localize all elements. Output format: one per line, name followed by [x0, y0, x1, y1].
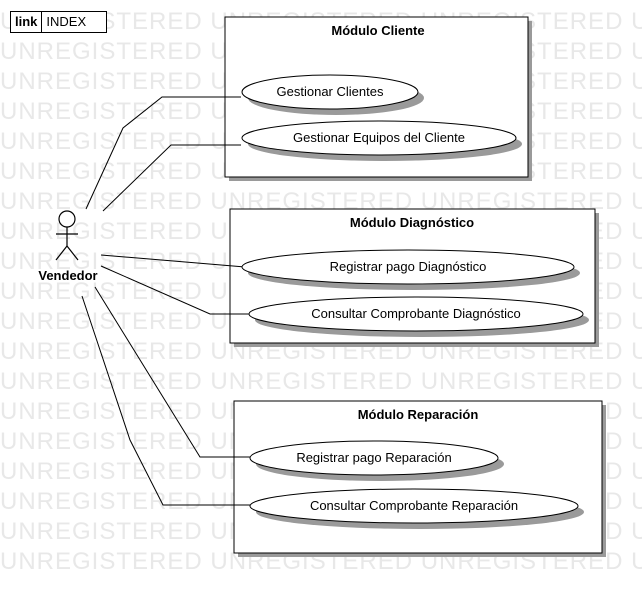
use-case-registrar-pago-diagnostico[interactable]: Registrar pago Diagnóstico: [241, 249, 580, 290]
link-tag[interactable]: link INDEX: [10, 11, 108, 33]
use-case-consultar-comprobante-diagnostico[interactable]: Consultar Comprobante Diagnóstico: [248, 296, 589, 337]
actor-vendedor[interactable]: Vendedor: [38, 210, 98, 283]
association-consultar-comprobante-reparacion: [81, 295, 250, 506]
link-tag-key: link: [11, 12, 43, 32]
use-case-label: Registrar pago Diagnóstico: [330, 259, 487, 274]
watermark-row: UNREGISTERED UNREGISTERED UNREGISTERED U…: [0, 368, 642, 395]
actor-stick-figure: [55, 210, 79, 261]
use-case-gestionar-clientes[interactable]: Gestionar Clientes: [241, 74, 424, 115]
association-lines: [81, 96, 252, 506]
use-case-label: Consultar Comprobante Diagnóstico: [311, 306, 521, 321]
link-tag-value: INDEX: [46, 14, 87, 29]
association-gestionar-equipos: [102, 144, 241, 212]
association-registrar-pago-diagnostico: [100, 254, 246, 268]
use-case-label: Consultar Comprobante Reparación: [310, 498, 518, 513]
association-gestionar-clientes: [85, 96, 241, 210]
package-title-diagnostico: Módulo Diagnóstico: [350, 215, 474, 230]
association-registrar-pago-reparacion: [94, 286, 250, 458]
actor-label: Vendedor: [38, 268, 97, 283]
package-title-cliente: Módulo Cliente: [331, 23, 424, 38]
use-case-label: Gestionar Clientes: [277, 84, 384, 99]
use-case-gestionar-equipos[interactable]: Gestionar Equipos del Cliente: [241, 120, 522, 161]
association-consultar-comprobante-diagnostico: [100, 265, 252, 315]
package-title-reparacion: Módulo Reparación: [358, 407, 479, 422]
use-case-label: Gestionar Equipos del Cliente: [293, 130, 465, 145]
use-case-label: Registrar pago Reparación: [296, 450, 451, 465]
use-case-registrar-pago-reparacion[interactable]: Registrar pago Reparación: [249, 440, 504, 481]
use-case-consultar-comprobante-reparacion[interactable]: Consultar Comprobante Reparación: [249, 488, 584, 529]
